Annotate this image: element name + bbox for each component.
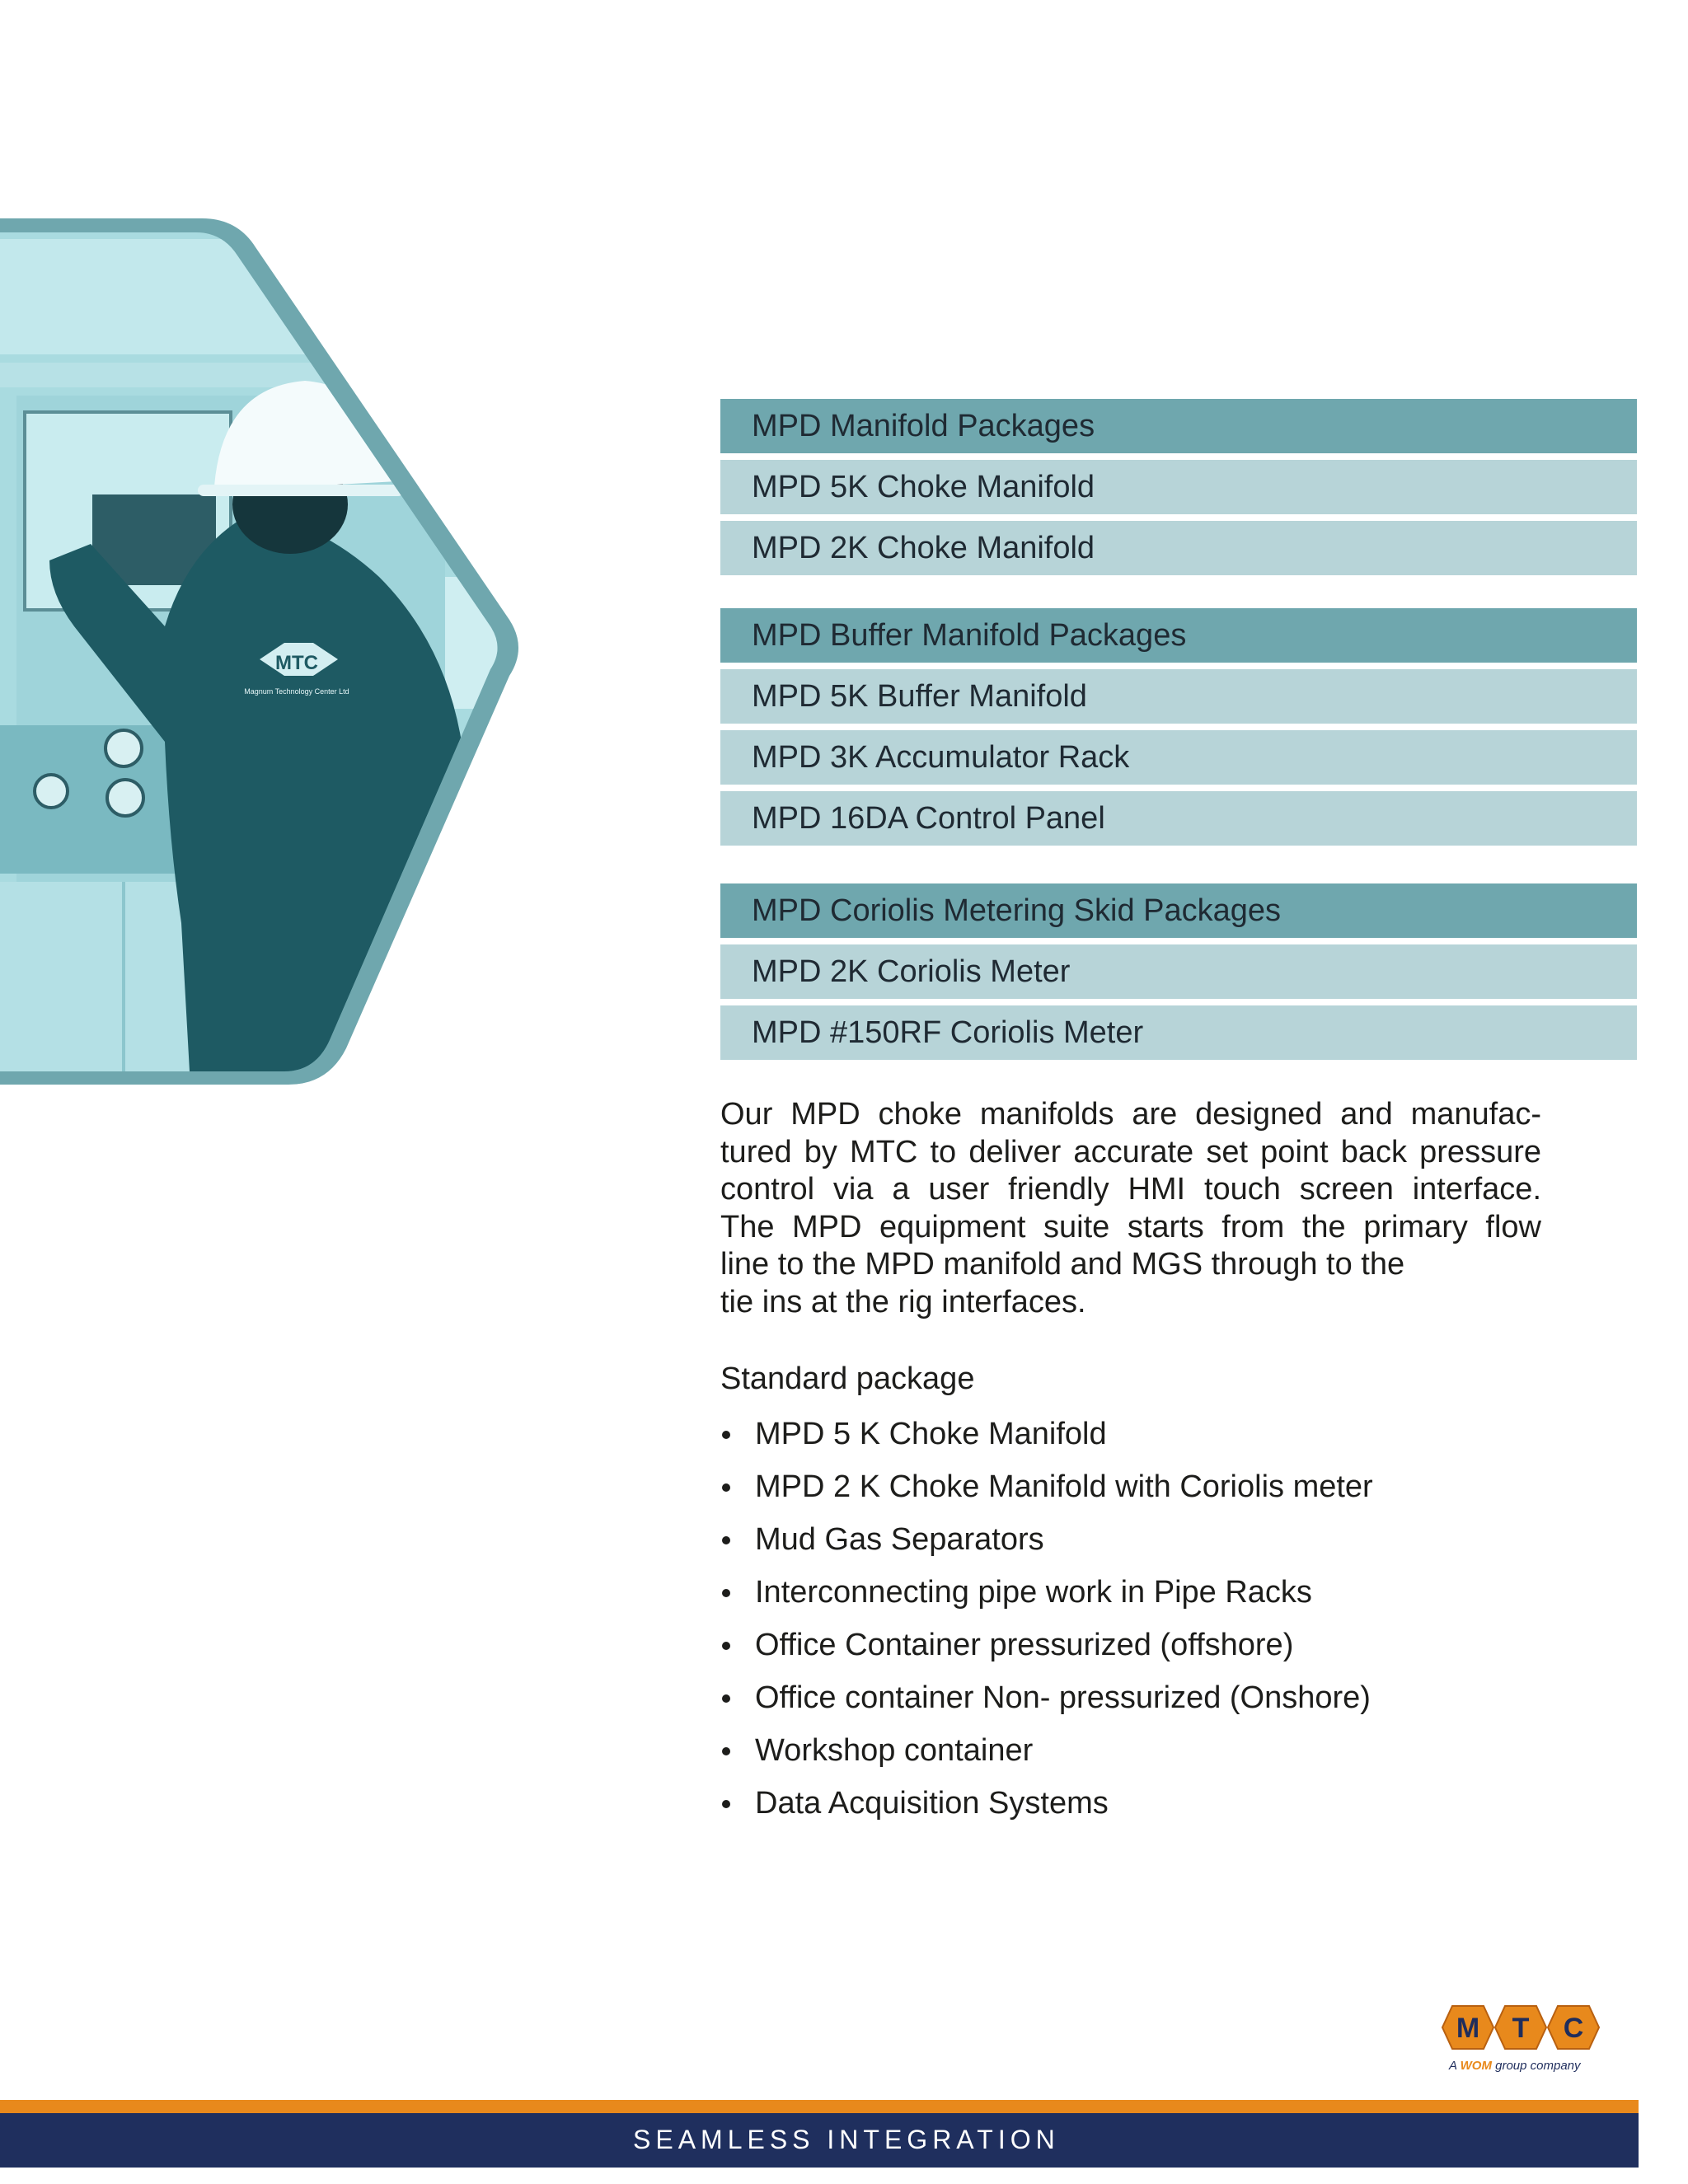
logo-letter-m: M <box>1456 2013 1479 2044</box>
paragraph-line: tured by MTC to deliver accurate set poi… <box>720 1134 1541 1169</box>
paragraph-line: The MPD equipment suite starts from the … <box>720 1209 1541 1244</box>
bullet-icon <box>722 1431 730 1439</box>
list-item-label: Office Container pressurized (offshore) <box>755 1628 1294 1662</box>
list-item-label: MPD 5 K Choke Manifold <box>755 1417 1107 1451</box>
footer-bar <box>0 2113 1639 2168</box>
list-item: Interconnecting pipe work in Pipe Racks <box>720 1566 1373 1619</box>
table-row: MPD 5K Choke Manifold <box>720 460 1637 514</box>
bullet-icon <box>722 1694 730 1703</box>
hero-photo-hexagon: MTC Magnum Technology Center Ltd <box>0 218 518 1085</box>
list-item: MPD 5 K Choke Manifold <box>720 1408 1373 1460</box>
footer-stripe <box>0 2100 1639 2113</box>
paragraph-line: line to the MPD manifold and MGS through… <box>720 1247 1405 1282</box>
list-item: Office Container pressurized (offshore) <box>720 1619 1373 1671</box>
bullet-icon <box>722 1589 730 1597</box>
paragraph-line: control via a user friendly HMI touch sc… <box>720 1172 1541 1207</box>
list-item-label: MPD 2 K Choke Manifold with Coriolis met… <box>755 1469 1373 1504</box>
table-buffer-packages: MPD Buffer Manifold Packages MPD 5K Buff… <box>720 608 1637 846</box>
table-row: MPD 3K Accumulator Rack <box>720 730 1637 785</box>
list-item: Data Acquisition Systems <box>720 1777 1373 1830</box>
jacket-subtext: Magnum Technology Center Ltd <box>244 687 349 696</box>
table-header: MPD Manifold Packages <box>720 399 1637 453</box>
table-manifold-packages: MPD Manifold Packages MPD 5K Choke Manif… <box>720 399 1637 575</box>
list-item-label: Workshop container <box>755 1733 1034 1768</box>
list-item-label: Office container Non- pressurized (Onsho… <box>755 1680 1371 1715</box>
bullet-icon <box>722 1800 730 1808</box>
table-coriolis-packages: MPD Coriolis Metering Skid Packages MPD … <box>720 883 1637 1060</box>
list-item-label: Data Acquisition Systems <box>755 1786 1109 1821</box>
bullet-icon <box>722 1536 730 1544</box>
list-item: Workshop container <box>720 1724 1373 1777</box>
bullet-icon <box>722 1642 730 1650</box>
table-row: MPD 16DA Control Panel <box>720 791 1637 846</box>
description-paragraph: Our MPD choke manifolds are designed and… <box>720 1096 1541 1321</box>
standard-package-title: Standard package <box>720 1361 975 1396</box>
table-row: MPD 5K Buffer Manifold <box>720 669 1637 724</box>
tagline-brand: WOM <box>1460 2059 1492 2073</box>
list-item: Mud Gas Separators <box>720 1513 1373 1566</box>
product-tables: MPD Manifold Packages MPD 5K Choke Manif… <box>720 399 1637 1093</box>
logo-tagline: A WOM group company <box>1449 2059 1581 2073</box>
bullet-icon <box>722 1747 730 1755</box>
tagline-suffix: group company <box>1491 2059 1581 2073</box>
table-row: MPD #150RF Coriolis Meter <box>720 1005 1637 1060</box>
footer-title: SEAMLESS INTEGRATION <box>633 2125 1060 2154</box>
jacket-logo: MTC <box>275 652 318 674</box>
table-header: MPD Coriolis Metering Skid Packages <box>720 883 1637 938</box>
tagline-prefix: A <box>1449 2059 1461 2073</box>
standard-package-list: MPD 5 K Choke Manifold MPD 2 K Choke Man… <box>720 1408 1373 1830</box>
table-row: MPD 2K Choke Manifold <box>720 521 1637 575</box>
logo-letter-c: C <box>1564 2013 1584 2044</box>
list-item-label: Interconnecting pipe work in Pipe Racks <box>755 1575 1312 1610</box>
bullet-icon <box>722 1483 730 1492</box>
logo-letter-t: T <box>1512 2013 1530 2044</box>
table-row: MPD 2K Coriolis Meter <box>720 944 1637 999</box>
list-item: Office container Non- pressurized (Onsho… <box>720 1671 1373 1724</box>
table-header: MPD Buffer Manifold Packages <box>720 608 1637 663</box>
list-item: MPD 2 K Choke Manifold with Coriolis met… <box>720 1460 1373 1513</box>
mtc-logo: M T C <box>1441 1998 1601 2079</box>
paragraph-line: tie ins at the rig interfaces. <box>720 1284 1086 1319</box>
paragraph-line: Our MPD choke manifolds are designed and… <box>720 1097 1541 1132</box>
list-item-label: Mud Gas Separators <box>755 1522 1044 1557</box>
